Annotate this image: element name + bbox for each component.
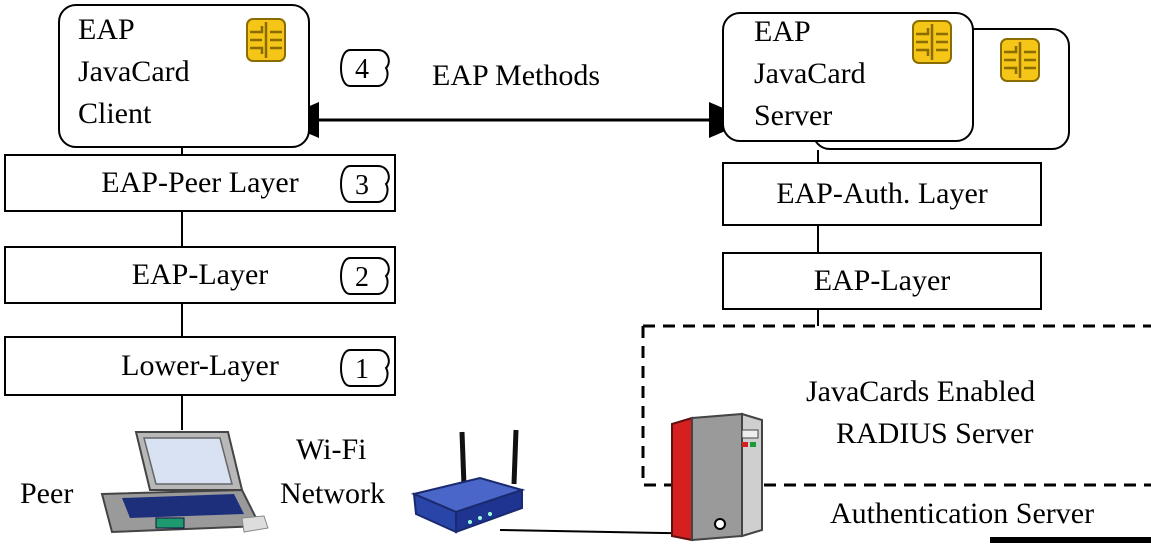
radius-label-line-1: JavaCards Enabled	[806, 375, 1036, 408]
laptop-icon	[100, 431, 269, 534]
step-marker: 2	[340, 257, 390, 295]
eap-layer-server: EAP-Layer	[722, 252, 1042, 310]
step-marker-label: 1	[355, 354, 369, 385]
peer-label: Peer	[20, 477, 74, 510]
smart-card-chip-icon	[246, 18, 286, 62]
client-card-line-2: JavaCard	[78, 55, 190, 88]
client-card-line-1: EAP	[78, 13, 135, 46]
step-marker-label: 2	[355, 262, 369, 293]
wireless-router-icon	[410, 429, 526, 534]
radius-region-border	[641, 324, 1151, 487]
eap-layer-peer: EAP-Layer	[4, 246, 396, 304]
eap-peer-layer: EAP-Peer Layer	[4, 154, 396, 212]
server-card-line-3: Server	[754, 99, 833, 132]
server-card-line-2: JavaCard	[754, 57, 866, 90]
step-marker: 1	[340, 349, 390, 387]
server-card-line-1: EAP	[754, 15, 811, 48]
network-label-line-1: Wi-Fi	[296, 433, 367, 466]
step-marker-label: 3	[355, 170, 369, 201]
radius-label-line-2: RADIUS Server	[836, 417, 1034, 450]
network-label-line-2: Network	[280, 477, 385, 510]
step-marker-label: 4	[355, 54, 369, 85]
smart-card-chip-icon	[912, 20, 952, 64]
lower-layer: Lower-Layer	[4, 336, 396, 396]
step-marker: 3	[340, 165, 390, 203]
client-card-line-3: Client	[78, 97, 152, 130]
eap-methods-label: EAP Methods	[432, 59, 601, 92]
smart-card-chip-icon	[1000, 38, 1040, 82]
server-tower-icon	[671, 412, 763, 542]
auth-server-label: Authentication Server	[830, 497, 1095, 530]
eap-auth-layer: EAP-Auth. Layer	[722, 162, 1042, 226]
step-marker: 4	[340, 49, 390, 87]
